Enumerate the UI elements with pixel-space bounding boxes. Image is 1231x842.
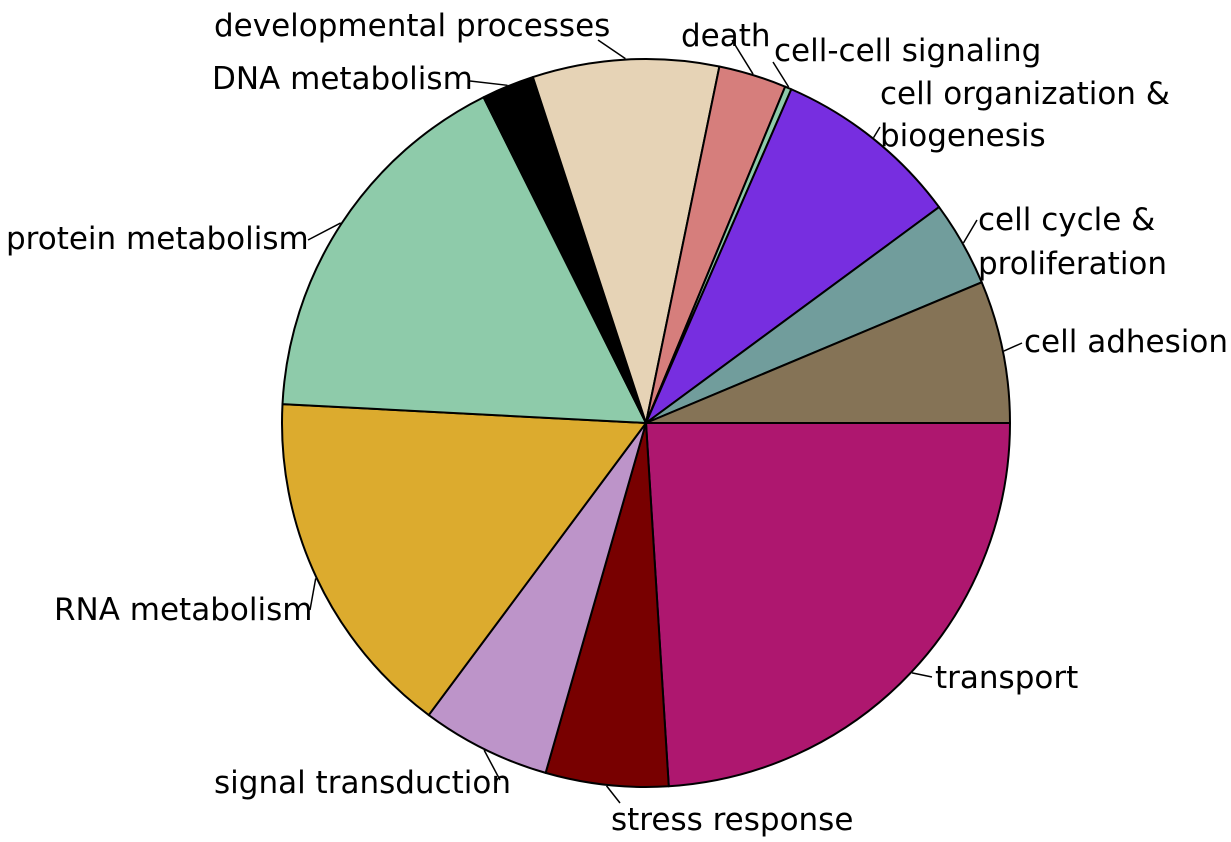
label-leader-lines (307, 39, 1023, 804)
leader-line (1003, 342, 1023, 352)
leader-line (872, 126, 881, 139)
leader-line (962, 219, 978, 244)
leader-line (469, 80, 508, 87)
pie-slice-cell-organization-biogenesis (645, 88, 941, 424)
pie-slice-developmental-processes (531, 58, 721, 424)
leader-line (911, 672, 933, 678)
label-dna-metabolism: DNA metabolism (212, 61, 473, 97)
leader-line (772, 61, 790, 88)
slice-labels: transport stress response signal transdu… (6, 8, 1228, 838)
pie-slices (281, 58, 1011, 788)
label-cell-adhesion: cell adhesion (1024, 324, 1228, 360)
label-signal-transduction: signal transduction (214, 765, 511, 801)
label-developmental-processes: developmental processes (214, 8, 610, 44)
label-line: biogenesis (880, 118, 1046, 154)
label-rna-metabolism: RNA metabolism (54, 592, 312, 628)
label-line: cell organization & (880, 76, 1170, 112)
leader-line (731, 39, 754, 75)
label-line: proliferation (978, 246, 1167, 282)
label-transport: transport (935, 660, 1078, 696)
leader-line (597, 39, 626, 60)
label-cell-cycle-proliferation: cell cycle & proliferation (978, 202, 1167, 282)
label-protein-metabolism: protein metabolism (6, 221, 309, 257)
pie-slice-cell-adhesion (645, 281, 1011, 424)
label-cell-organization-biogenesis: cell organization & biogenesis (880, 76, 1180, 154)
pie-slice-signal-transduction (427, 422, 647, 774)
label-stress-response: stress response (611, 802, 853, 838)
pie-slice-rna-metabolism (281, 403, 647, 717)
label-line: cell cycle & (978, 202, 1155, 238)
leader-line (309, 578, 317, 611)
label-death: death (681, 18, 771, 54)
leader-line (307, 222, 342, 241)
leader-line (483, 749, 501, 781)
label-cell-cell-signaling: cell-cell signaling (774, 33, 1041, 69)
pie-slice-transport (645, 422, 1011, 788)
pie-slice-protein-metabolism (281, 96, 647, 424)
leader-line (605, 785, 621, 804)
